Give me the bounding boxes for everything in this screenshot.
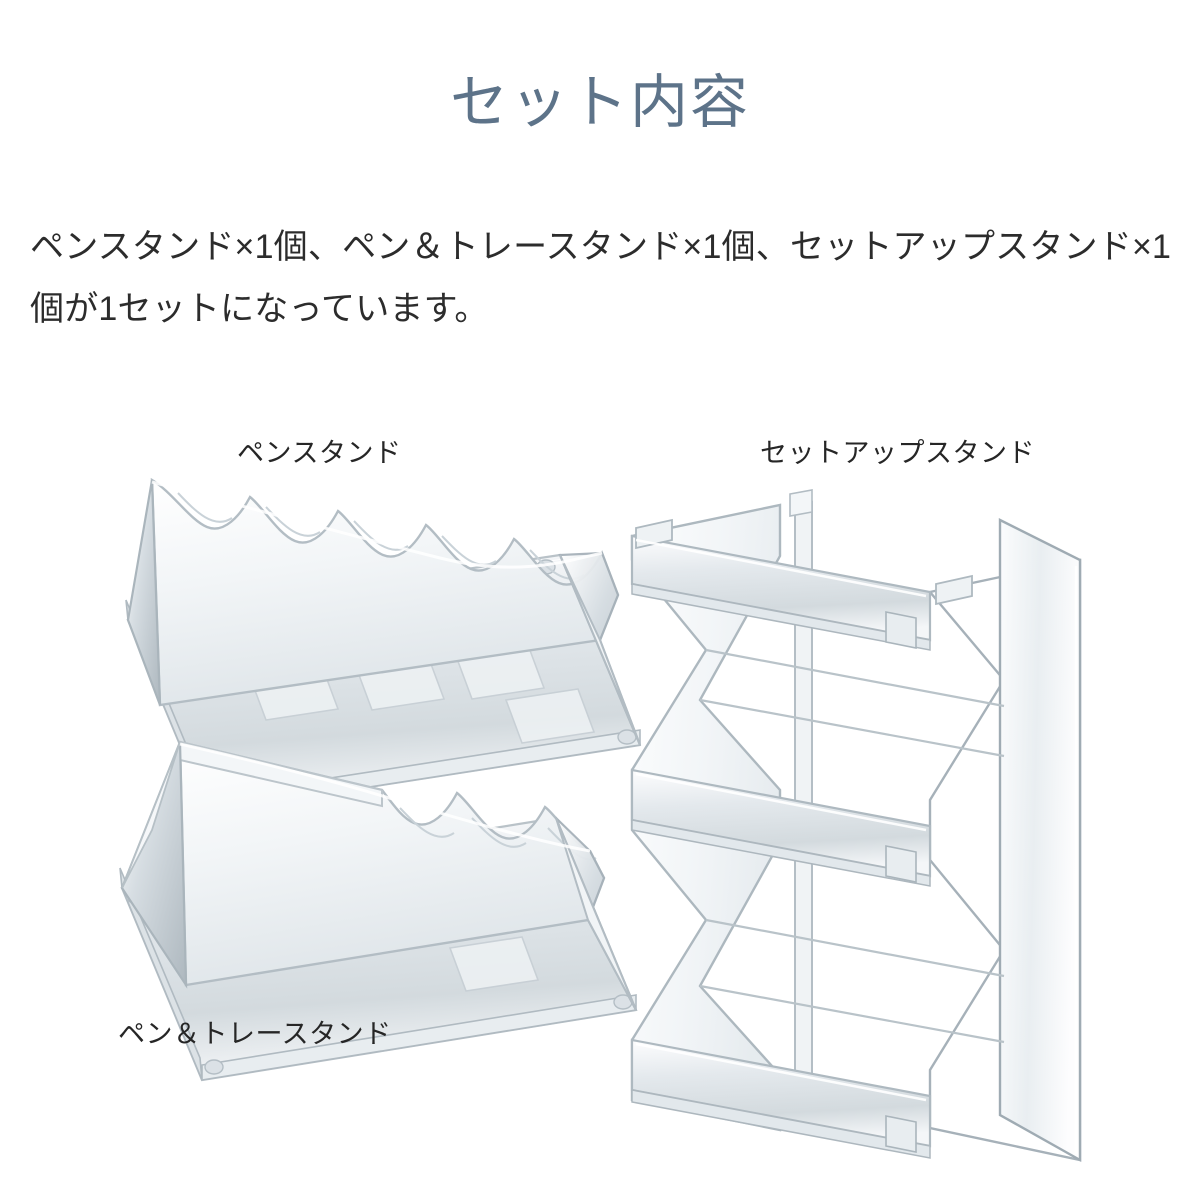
- pen-tray-stand-end-right: [554, 817, 638, 1011]
- setup-stand-joint-2: [885, 845, 917, 883]
- pen-stand-tray-slots: [194, 600, 596, 744]
- setup-stand-highlights: [635, 538, 1078, 1154]
- setup-stand-tab-right: [935, 574, 973, 606]
- pen-tray-stand-end-left: [120, 741, 188, 989]
- pen-stand-back-wall: [150, 477, 620, 707]
- pen-stand-illustration: [125, 477, 644, 817]
- pen-tray-stand-notches: [399, 807, 597, 861]
- pen-stand-base-tray: [126, 553, 642, 814]
- setup-stand-shelf-3-edge: [631, 1089, 931, 1159]
- setup-stand-tab-left: [635, 518, 673, 550]
- setup-stand-center-divider: [794, 500, 813, 1132]
- pen-tray-stand-foot-2: [204, 1059, 224, 1075]
- pen-stand-foot-3: [536, 559, 556, 575]
- page-title: セット内容: [449, 69, 750, 135]
- pen-stand-ridge-highlight: [151, 480, 603, 569]
- setup-stand-shelf-3: [630, 1038, 932, 1148]
- pen-stand-foot-2: [210, 791, 230, 807]
- label-setup-stand: セットアップスタンド: [760, 438, 1035, 468]
- setup-stand-joint-3: [885, 1115, 917, 1153]
- pen-tray-stand-slots: [398, 881, 542, 992]
- pen-stand-notches: [177, 492, 585, 580]
- setup-stand-diagonals: [699, 648, 1005, 1044]
- pen-tray-stand-foot-3: [532, 822, 552, 838]
- setup-stand-shelf-1-edge: [631, 583, 931, 651]
- pen-stand-base-highlight: [130, 558, 644, 817]
- set-contents-description: ペンスタンド×1個、ペン＆トレースタンド×1個、セットアップスタンド×1個が1セ…: [30, 228, 1172, 328]
- pen-stand-end-right-face: [559, 554, 641, 746]
- pen-tray-stand-end-right-face: [555, 817, 637, 1011]
- pen-stand-end-right: [558, 551, 642, 746]
- setup-stand-tab-center: [789, 489, 813, 517]
- pen-stand-end-left: [126, 479, 162, 706]
- label-pen-tray-stand: ペン＆トレースタンド: [118, 1019, 392, 1049]
- pen-tray-stand-back-wall: [178, 740, 606, 987]
- pen-tray-stand-foot-4: [613, 994, 633, 1010]
- pen-tray-stand-ridge-highlight: [179, 742, 591, 853]
- pen-tray-stand-foot-1: [125, 888, 145, 904]
- pen-stand-lip-left: [125, 599, 209, 813]
- pen-stand-foot-1: [131, 620, 151, 636]
- setup-stand-shelf-2: [630, 768, 932, 878]
- pen-stand-foot-4: [617, 729, 637, 745]
- setup-stand-joint-1: [885, 611, 917, 649]
- setup-stand-right-panel: [927, 558, 1082, 1162]
- pen-tray-stand-end-left-inner: [121, 741, 181, 889]
- setup-stand-illustration: [630, 489, 1082, 1163]
- label-pen-stand: ペンスタンド: [237, 438, 402, 468]
- pen-tray-stand-rail: [179, 740, 383, 808]
- setup-stand-shelf-1: [630, 534, 932, 642]
- setup-stand-shelf-2-edge: [631, 819, 931, 887]
- pen-stand-lip-front: [207, 729, 641, 813]
- setup-stand-left-panel: [630, 503, 782, 1132]
- setup-stand-right-outer-face: [998, 518, 1082, 1163]
